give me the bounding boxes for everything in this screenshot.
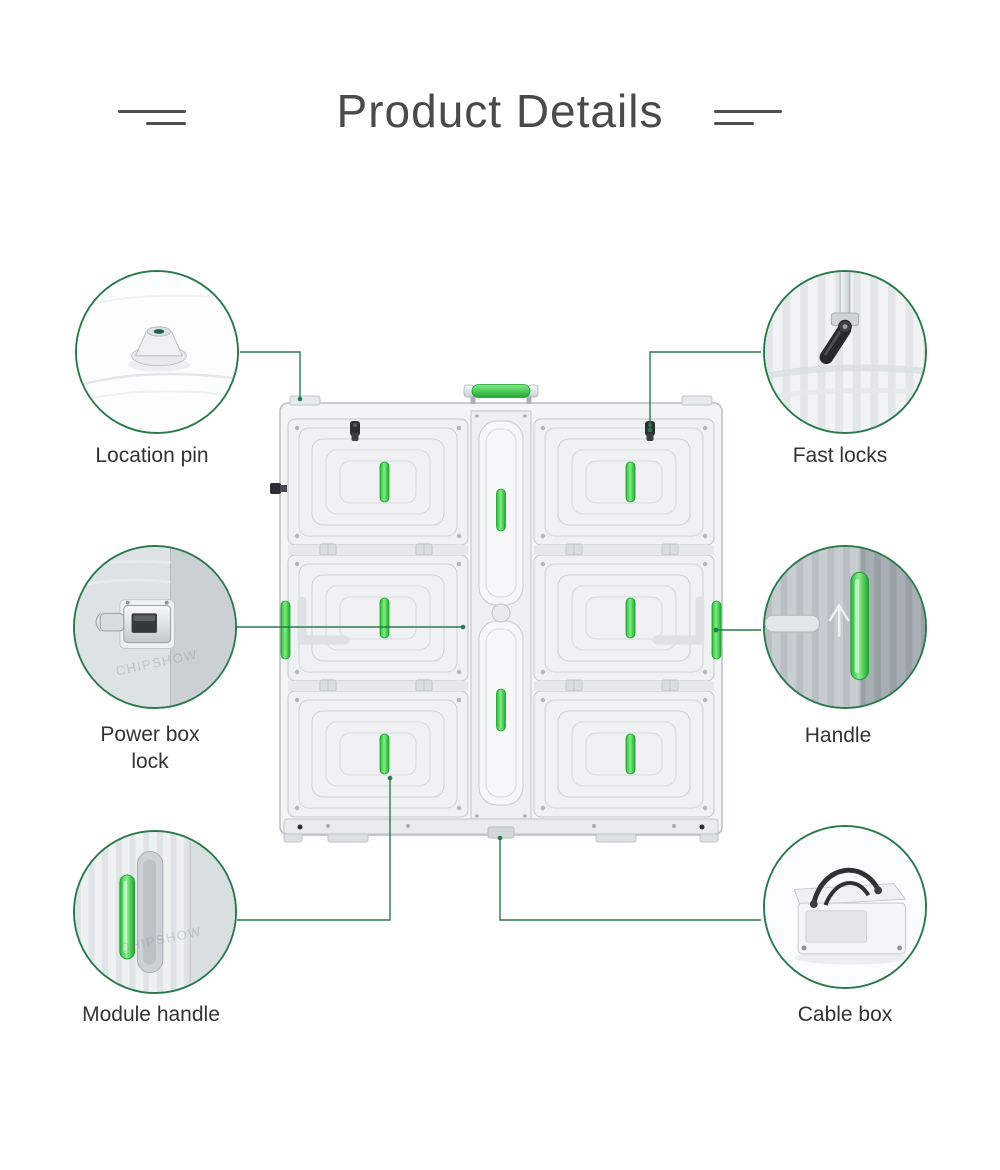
handle-closeup-icon <box>765 547 925 707</box>
handle-callout <box>763 545 927 709</box>
module-handle-closeup-icon <box>75 832 235 992</box>
fast-lock-closeup-icon <box>765 272 925 432</box>
location-pin-closeup-icon <box>77 272 237 432</box>
module-handle-label: Module handle <box>82 1003 220 1026</box>
power-box-lock-callout: CHIPSHOW <box>73 545 237 709</box>
location-pin-callout <box>75 270 239 434</box>
led-cabinet-rear-illustration <box>270 384 723 843</box>
cable-box-closeup-icon <box>765 827 925 987</box>
title-decoration-left-short <box>146 122 186 125</box>
cable-box-label: Cable box <box>797 1003 893 1026</box>
title-decoration-right-long <box>714 110 782 113</box>
page-title: Product Details <box>336 85 664 137</box>
handle-label: Handle <box>804 724 872 747</box>
module-handle-callout: CHIPSHOW <box>73 830 237 994</box>
power-box-lock-closeup-icon <box>75 547 235 707</box>
title-decoration-left-long <box>118 110 186 113</box>
power-box-lock-label: Power box lock <box>100 723 200 774</box>
title-decoration-right-short <box>714 122 754 125</box>
cable-box-callout <box>763 825 927 989</box>
fast-locks-label: Fast locks <box>792 444 888 467</box>
location-pin-label: Location pin <box>95 444 209 467</box>
fast-locks-callout <box>763 270 927 434</box>
